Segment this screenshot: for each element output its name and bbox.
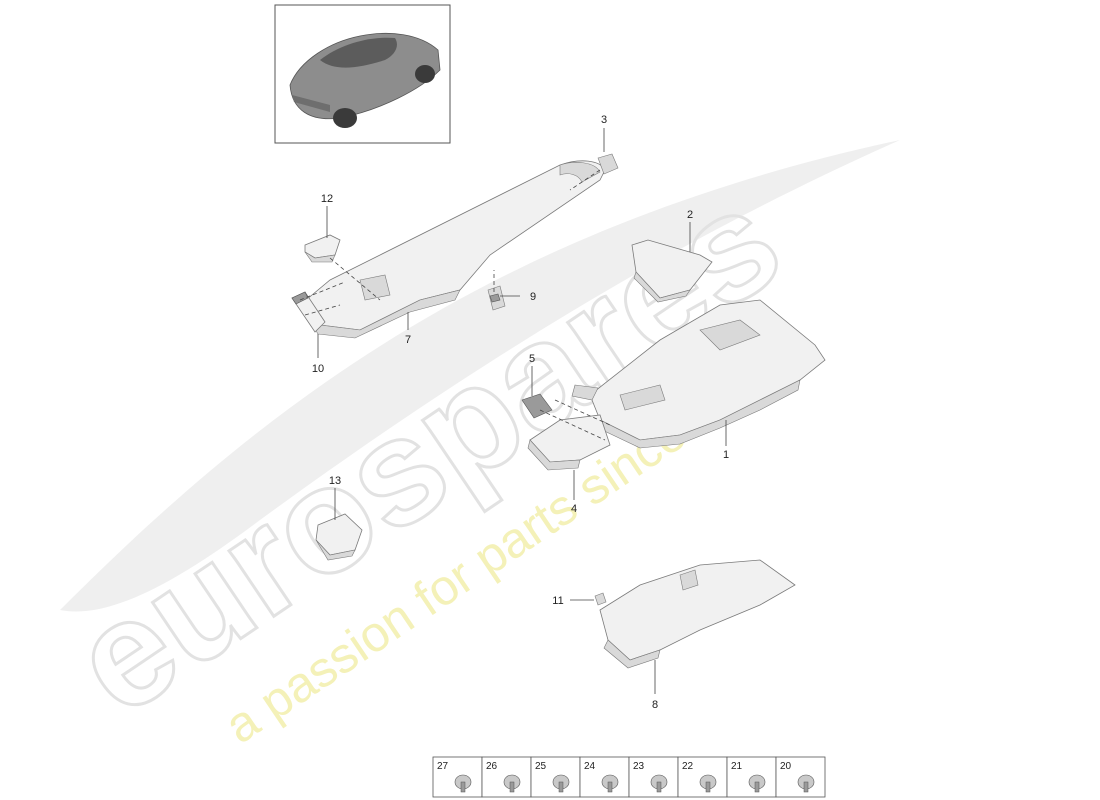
fastener-cell-24: 24 [579, 756, 630, 798]
car-image [289, 32, 441, 128]
fastener-icon [699, 774, 717, 793]
fastener-cell-25: 25 [530, 756, 581, 798]
fastener-icon [650, 774, 668, 793]
callout-9: 9 [530, 291, 536, 303]
fastener-icon [503, 774, 521, 793]
fastener-cell-27: 27 [432, 756, 483, 798]
callout-8: 8 [652, 699, 658, 711]
fastener-number: 22 [682, 761, 694, 772]
part-5 [521, 393, 553, 419]
callout-3: 3 [601, 114, 607, 126]
fastener-cell-22: 22 [677, 756, 728, 798]
callout-labels: 3 2 12 9 7 10 5 1 4 13 11 8 [312, 114, 729, 711]
fastener-cell-20: 20 [775, 756, 826, 798]
part-11 [594, 592, 607, 606]
fastener-icon [552, 774, 570, 793]
fastener-number: 24 [584, 761, 596, 772]
callout-10: 10 [312, 363, 324, 375]
callout-4: 4 [571, 503, 577, 515]
part-4 [527, 414, 611, 471]
callout-5: 5 [529, 353, 535, 365]
leader-lines [317, 128, 727, 694]
fastener-cell-26: 26 [481, 756, 532, 798]
callout-12: 12 [321, 193, 333, 205]
part-13 [315, 513, 363, 561]
assembly-lines [299, 169, 611, 441]
fastener-number: 27 [437, 761, 449, 772]
callout-13: 13 [329, 475, 341, 487]
part-8-rear-shield [599, 559, 796, 669]
callout-11: 11 [552, 595, 563, 607]
watermark-swoosh [60, 140, 900, 612]
fastener-number: 26 [486, 761, 498, 772]
fastener-cell-21: 21 [726, 756, 777, 798]
fastener-number: 25 [535, 761, 547, 772]
part-2 [631, 239, 713, 303]
fastener-cell-23: 23 [628, 756, 679, 798]
fastener-strip: 27 26 25 24 23 22 21 20 [432, 756, 826, 798]
fastener-number: 21 [731, 761, 743, 772]
part-12 [304, 234, 341, 263]
fastener-icon [601, 774, 619, 793]
callout-1: 1 [723, 449, 729, 461]
part-1-underbody-shield [571, 299, 826, 449]
callout-7: 7 [405, 334, 411, 346]
part-3 [597, 153, 619, 175]
fastener-number: 23 [633, 761, 645, 772]
fastener-icon [797, 774, 815, 793]
part-10 [291, 291, 326, 333]
vehicle-thumbnail [274, 4, 451, 144]
part-9 [487, 285, 506, 311]
fastener-number: 20 [780, 761, 792, 772]
callout-2: 2 [687, 209, 693, 221]
fastener-icon [454, 774, 472, 793]
fastener-icon [748, 774, 766, 793]
